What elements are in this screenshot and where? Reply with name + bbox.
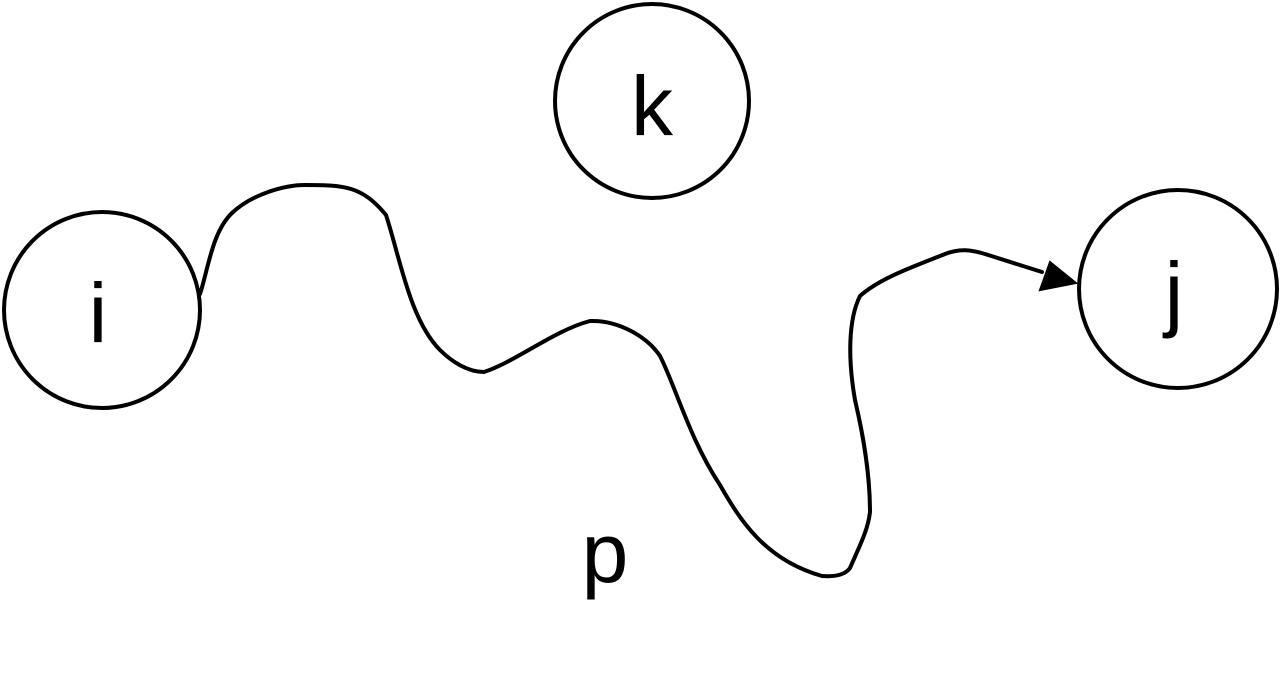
node-k-label: k	[631, 59, 674, 153]
node-i-label: i	[89, 266, 108, 360]
path-p-curve	[198, 183, 1044, 579]
node-k: k	[553, 2, 751, 200]
node-k-circle	[553, 2, 751, 200]
node-i: i	[2, 210, 202, 410]
path-p-label: p	[582, 506, 629, 600]
node-i-circle	[2, 210, 202, 410]
node-j-label: j	[1162, 245, 1184, 339]
node-j: j	[1077, 188, 1279, 390]
arrowhead-icon	[1038, 260, 1079, 292]
node-j-circle	[1077, 188, 1279, 390]
